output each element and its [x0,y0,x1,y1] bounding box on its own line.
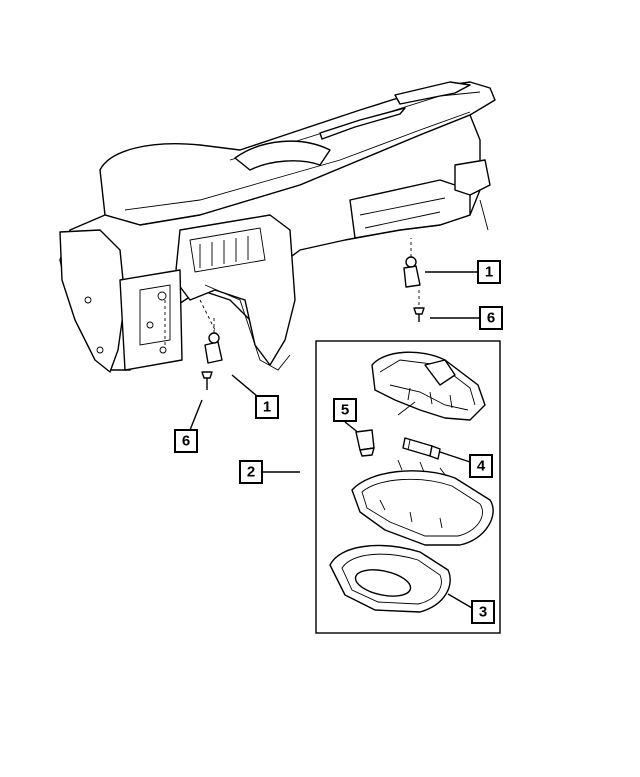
svg-text:1: 1 [263,399,271,416]
svg-text:3: 3 [479,604,487,621]
svg-text:1: 1 [485,264,493,281]
leader-1-lower [231,374,258,397]
callout-2: 2 [239,460,263,484]
screw-left [201,371,213,390]
svg-text:6: 6 [487,310,495,327]
leader-4 [439,451,471,463]
clip [355,429,375,457]
svg-text:5: 5 [341,402,349,419]
lens-frame [351,459,494,546]
lens [329,544,451,613]
courtesy-lamp-socket-right [403,238,421,288]
callout-1-upper: 1 [477,260,501,284]
lamp-assembly-inset [315,340,501,634]
svg-text:6: 6 [182,433,190,450]
callout-4: 4 [469,454,493,478]
svg-text:2: 2 [247,464,255,481]
callout-3: 3 [471,600,495,624]
leader-6-left [189,399,203,431]
lamp-housing [371,351,486,421]
svg-text:4: 4 [477,458,486,475]
callout-6-left: 6 [174,429,198,453]
leader-3 [447,593,473,609]
callout-6-right: 6 [479,306,503,330]
screw-right [413,290,425,322]
courtesy-lamp-socket-left [204,315,223,364]
bulb [402,437,441,460]
callout-1-lower: 1 [255,395,279,419]
instrument-panel-illustration [59,81,496,373]
callout-5: 5 [333,398,357,422]
